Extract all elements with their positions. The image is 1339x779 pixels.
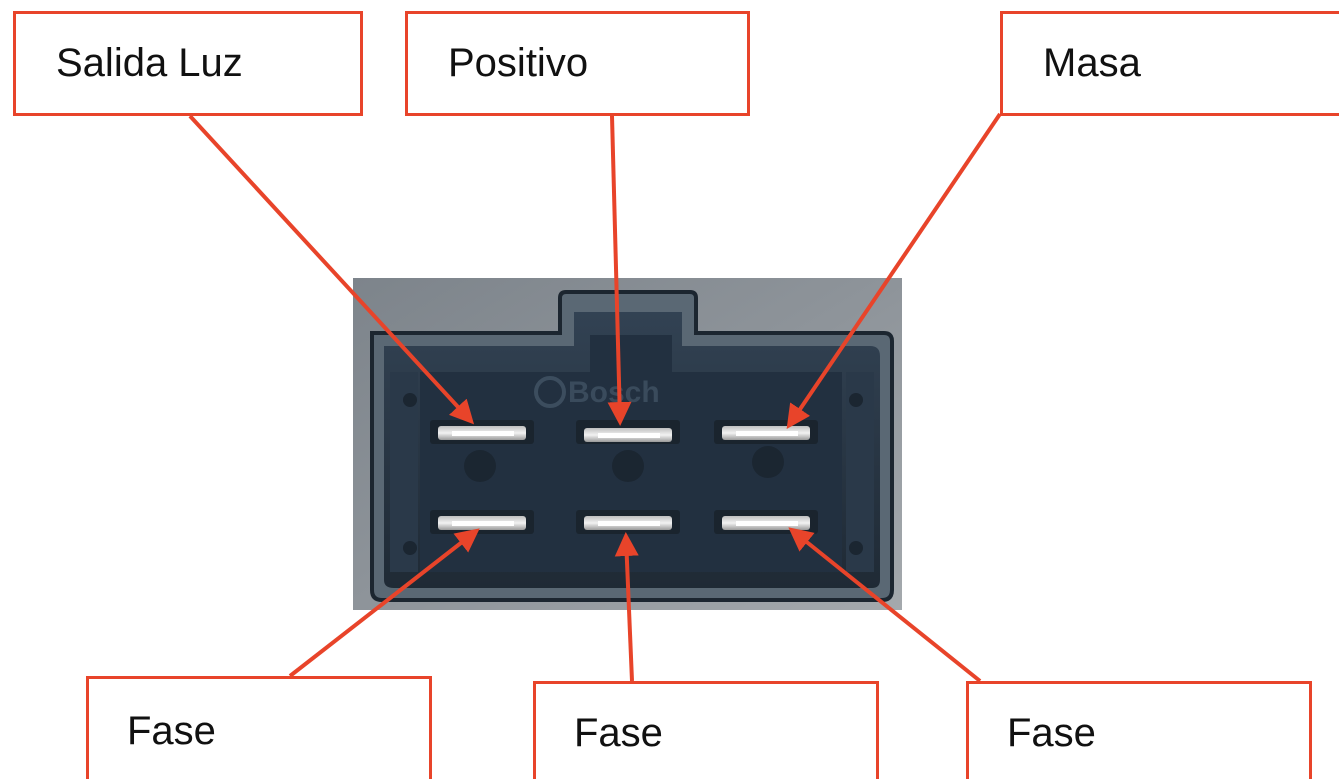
label-salida-luz-text: Salida Luz [56, 41, 243, 85]
label-salida-luz: Salida Luz [13, 11, 363, 116]
locating-bump [849, 393, 863, 407]
pin-salida-luz [430, 420, 534, 444]
label-fase-left-text: Fase [127, 708, 216, 753]
label-fase-right: Fase [966, 681, 1312, 779]
label-positivo: Positivo [405, 11, 750, 116]
label-fase-center: Fase [533, 681, 879, 779]
label-positivo-text: Positivo [448, 41, 589, 85]
brand-mark: Bosch [568, 376, 660, 409]
label-masa: Masa [1000, 11, 1339, 116]
locating-bump [849, 541, 863, 555]
locating-bump [403, 541, 417, 555]
label-masa-text: Masa [1043, 41, 1141, 85]
pin-fase-right [714, 510, 818, 534]
pin-fase-center [576, 510, 680, 534]
label-fase-center-text: Fase [574, 711, 663, 755]
label-fase-right-text: Fase [1007, 711, 1096, 755]
locating-bump [464, 450, 496, 482]
label-fase-left: Fase [86, 676, 432, 779]
locating-bump [612, 450, 644, 482]
pin-fase-left [430, 510, 534, 534]
locating-bump [403, 393, 417, 407]
pin-masa [714, 420, 818, 444]
pin-positivo [576, 420, 680, 444]
locating-bump [752, 446, 784, 478]
brand-logo-icon [534, 376, 566, 408]
